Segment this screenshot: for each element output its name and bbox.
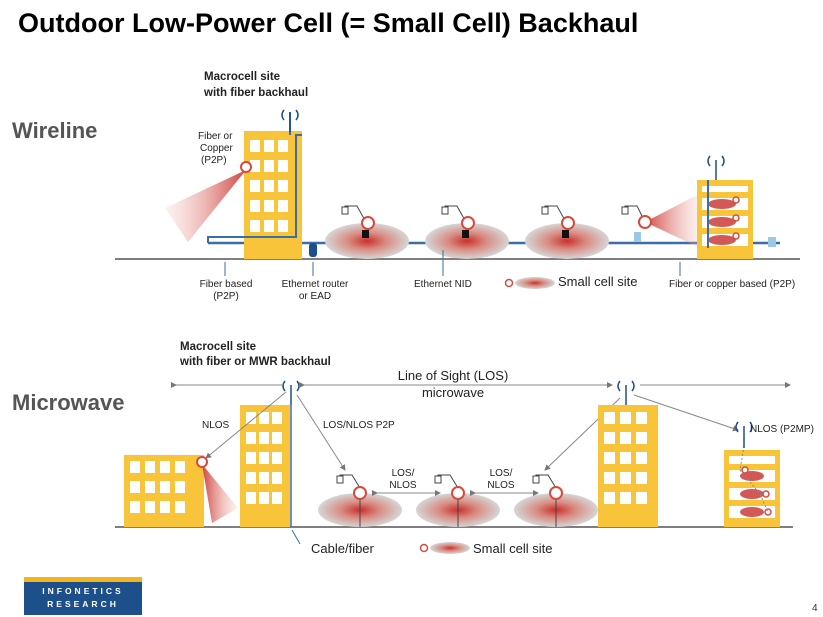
microwave-left-beam [202,464,238,523]
microwave-small-cell-1 [318,474,402,527]
los-nlos-p2p-label: LOS/NLOS P2P [323,420,395,431]
microwave-macro-label-2: with fiber or MWR backhaul [180,356,331,368]
wireline-right-building [697,180,753,259]
infonetics-logo: INFONETICS RESEARCH [24,577,142,615]
cable-fiber-label: Cable/fiber [311,541,374,556]
microwave-far-right-antenna-icon [735,421,753,448]
los-nlos-b-label-1: LOS/ [489,468,513,479]
microwave-macro-building [240,405,290,527]
wireline-small-cell-3 [525,205,609,259]
wireline-macro-building [244,131,302,259]
wireline-legend-label: Small cell site [558,274,638,289]
los-label-2: microwave [421,385,485,400]
section-label-wireline: Wireline [12,118,98,143]
fiber-based-label-1: Fiber based [199,279,253,290]
wireline-macro-antenna-icon [281,109,299,132]
los-nlos-a-label-2: NLOS [389,480,417,491]
nlos-p2mp-label: NLOS (P2MP) [750,424,814,435]
wireline-nid-box [768,237,776,247]
fiber-copper-label-3: (P2P) [201,155,227,166]
ethernet-router-icon [309,243,317,257]
router-label-1: Ethernet router [281,279,349,290]
los-label-1: Line of Sight (LOS) [388,368,518,384]
los-nlos-b-label-2: NLOS [487,480,515,491]
page-number: 4 [812,603,818,614]
wireline-macro-cell-icon [240,161,252,173]
microwave-left-building [124,455,204,527]
ethernet-nid-label: Ethernet NID [414,279,472,290]
wireline-macro-label-1: Macrocell site [204,71,281,83]
wireline-macro-beam [165,170,246,242]
router-label-2: or EAD [298,291,332,302]
microwave-small-cell-2 [416,474,500,527]
microwave-right-antenna-icon [617,380,635,405]
wireline-small-cell-2 [425,205,509,259]
nlos-label: NLOS [202,420,230,431]
wireline-right-antenna-icon [707,155,725,180]
microwave-right-macro-building [598,405,658,527]
wireline-small-cell-4 [621,195,700,248]
fiber-copper-label-2: Copper [200,143,233,154]
page-title: Outdoor Low-Power Cell (= Small Cell) Ba… [18,8,639,38]
microwave-legend-label: Small cell site [473,541,553,556]
microwave-macro-label-1: Macrocell site [180,341,257,353]
los-nlos-a-label-1: LOS/ [391,468,415,479]
section-label-microwave: Microwave [12,390,125,415]
wireline-small-cell-1 [325,205,409,259]
wireline-legend-swatch [515,277,555,289]
microwave-legend-swatch [430,542,470,554]
fiber-based-label-2: (P2P) [213,291,239,302]
fiber-or-copper-label: Fiber or copper based (P2P) [669,279,796,290]
fiber-copper-label-1: Fiber or [198,131,233,142]
wireline-macro-label-2: with fiber backhaul [204,87,309,99]
microwave-far-right-building [724,445,780,527]
microwave-small-cell-3 [514,474,598,527]
